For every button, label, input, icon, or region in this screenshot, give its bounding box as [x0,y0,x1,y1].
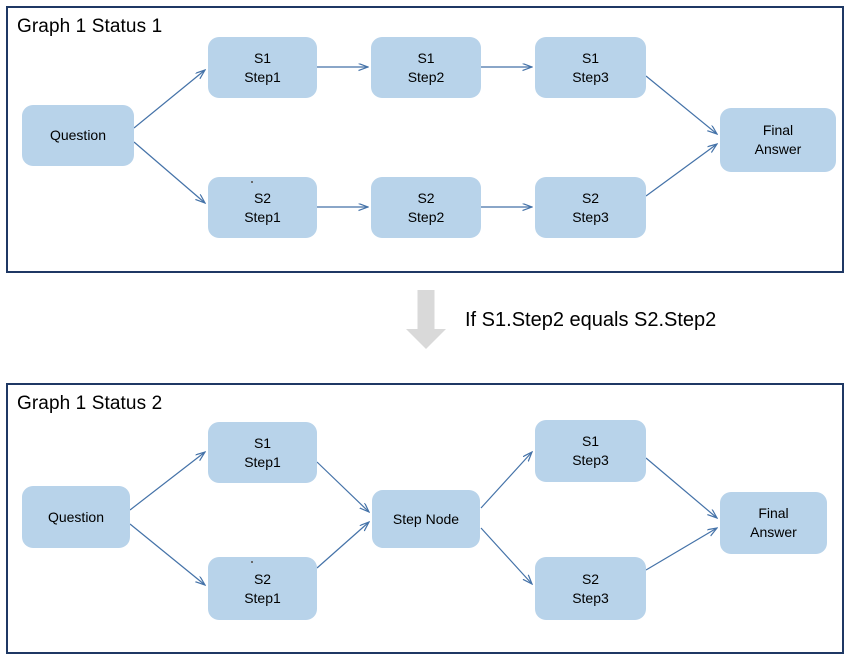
node-g1-s1-step3[interactable]: S1 Step3 [535,37,646,98]
node-label-line1: S1 [581,49,600,66]
node-label-line2: Answer [750,524,797,540]
node-label-line2: Step3 [572,589,609,606]
node-label-line1: S1 [253,49,272,66]
graph-2-title: Graph 1 Status 2 [17,393,163,414]
node-label-line1: Step Node [392,510,460,527]
node-g2-final-answer[interactable]: Final Answer [720,492,827,554]
node-label-line1: Final [758,505,789,521]
node-label-line1: S1 [581,433,600,449]
transition-condition-label: If S1.Step2 equals S2.Step2 [465,309,717,331]
node-label-line2: Step2 [407,208,445,225]
node-label-line2: Step1 [244,589,281,606]
node-label-line1: S2 [253,189,272,206]
node-g2-s1-step3[interactable]: S1 Step3 [535,420,646,482]
node-label-line2: Step1 [244,453,281,470]
node-label-line1: S2 [417,189,435,206]
node-label-line2: Step1 [244,208,281,225]
node-label-line1: Final [762,122,794,138]
node-label-line1: S2 [581,189,600,206]
node-g2-s1-step1[interactable]: S1 Step1 [208,422,317,483]
node-label-line1: S2 [253,570,272,587]
node-g2-s2-step1[interactable]: S2 Step1 [208,557,317,620]
node-label-line2: Step3 [572,208,609,225]
node-g1-final-answer[interactable]: Final Answer [720,108,836,172]
node-g1-s2-step3[interactable]: S2 Step3 [535,177,646,238]
node-label-line2: Step3 [572,452,609,468]
node-g2-s2-step3[interactable]: S2 Step3 [535,557,646,620]
node-g2-question[interactable]: Question [22,486,130,548]
speck-artifact-g1 [251,181,253,183]
down-arrow-icon [406,290,446,349]
node-label-line1: Question [47,508,105,525]
speck-artifact-g2 [251,561,253,563]
node-label-line1: S2 [581,570,600,587]
node-label-line2: Step1 [244,68,281,85]
node-label-line1: S1 [417,49,435,66]
node-g1-s1-step1[interactable]: S1 Step1 [208,37,317,98]
node-label-line2: Step2 [407,68,445,85]
node-label-line1: S1 [253,434,272,451]
node-g1-s2-step1[interactable]: S2 Step1 [208,177,317,238]
node-g2-step-node[interactable]: Step Node [372,490,480,548]
node-g1-question[interactable]: Question [22,105,134,166]
node-label-line2: Answer [754,141,802,157]
node-label-line1: Question [49,127,107,143]
node-label-line2: Step3 [572,68,609,85]
graph-1-title: Graph 1 Status 1 [17,16,163,37]
node-g1-s2-step2[interactable]: S2 Step2 [371,177,481,238]
node-g1-s1-step2[interactable]: S1 Step2 [371,37,481,98]
